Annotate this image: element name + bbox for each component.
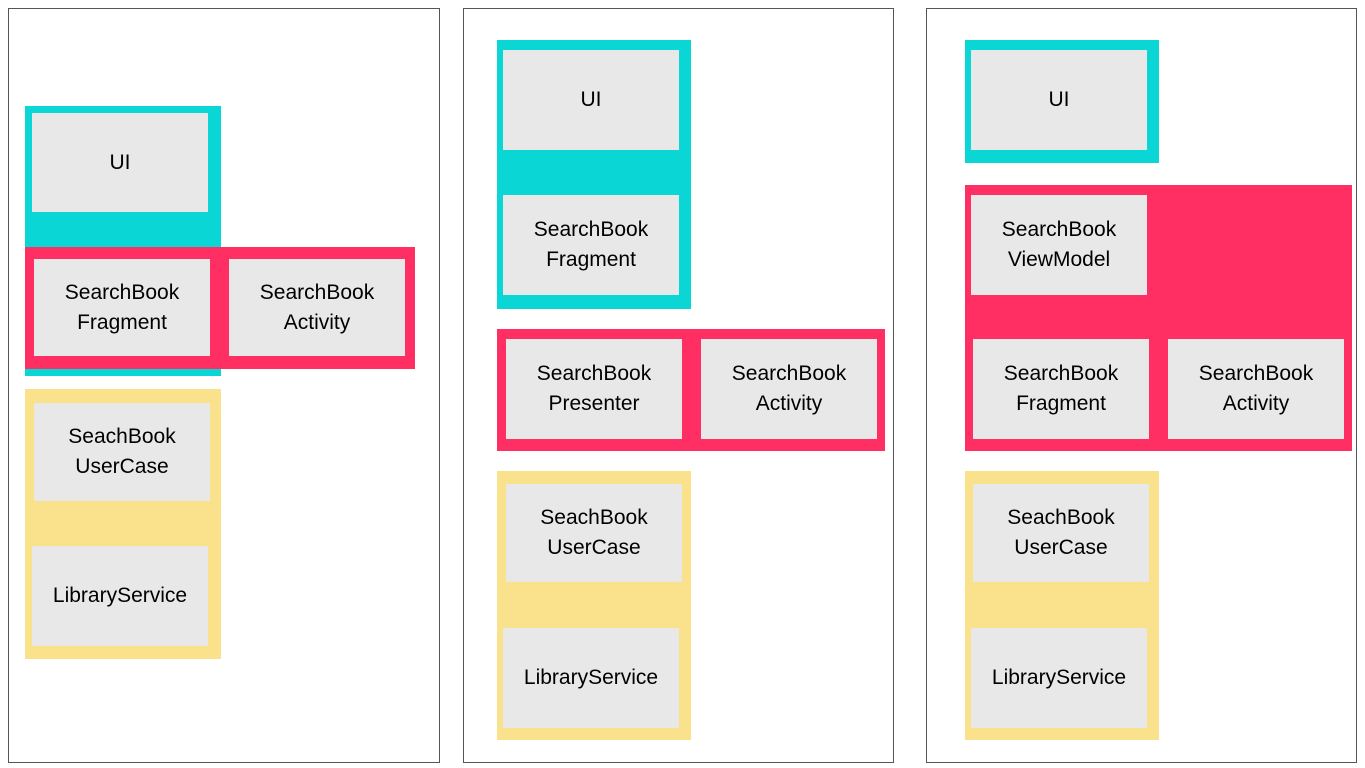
ui-box: UI	[503, 50, 679, 150]
ui-box: UI	[971, 50, 1147, 150]
activity-box: SearchBook Activity	[701, 339, 877, 439]
activity-box: SearchBook Activity	[1168, 339, 1344, 439]
usecase-box: SeachBook UserCase	[973, 484, 1149, 582]
usecase-box: SeachBook UserCase	[506, 484, 682, 582]
library-service-box: LibraryService	[503, 628, 679, 728]
fragment-box: SearchBook Fragment	[973, 339, 1149, 439]
usecase-box: SeachBook UserCase	[34, 403, 210, 501]
library-service-box: LibraryService	[971, 628, 1147, 728]
presenter-box: SearchBook Presenter	[506, 339, 682, 439]
library-service-box: LibraryService	[32, 546, 208, 646]
ui-box: UI	[32, 113, 208, 212]
fragment-box: SearchBook Fragment	[34, 259, 210, 356]
fragment-box: SearchBook Fragment	[503, 195, 679, 295]
viewmodel-box: SearchBook ViewModel	[971, 195, 1147, 295]
activity-box: SearchBook Activity	[229, 259, 405, 356]
